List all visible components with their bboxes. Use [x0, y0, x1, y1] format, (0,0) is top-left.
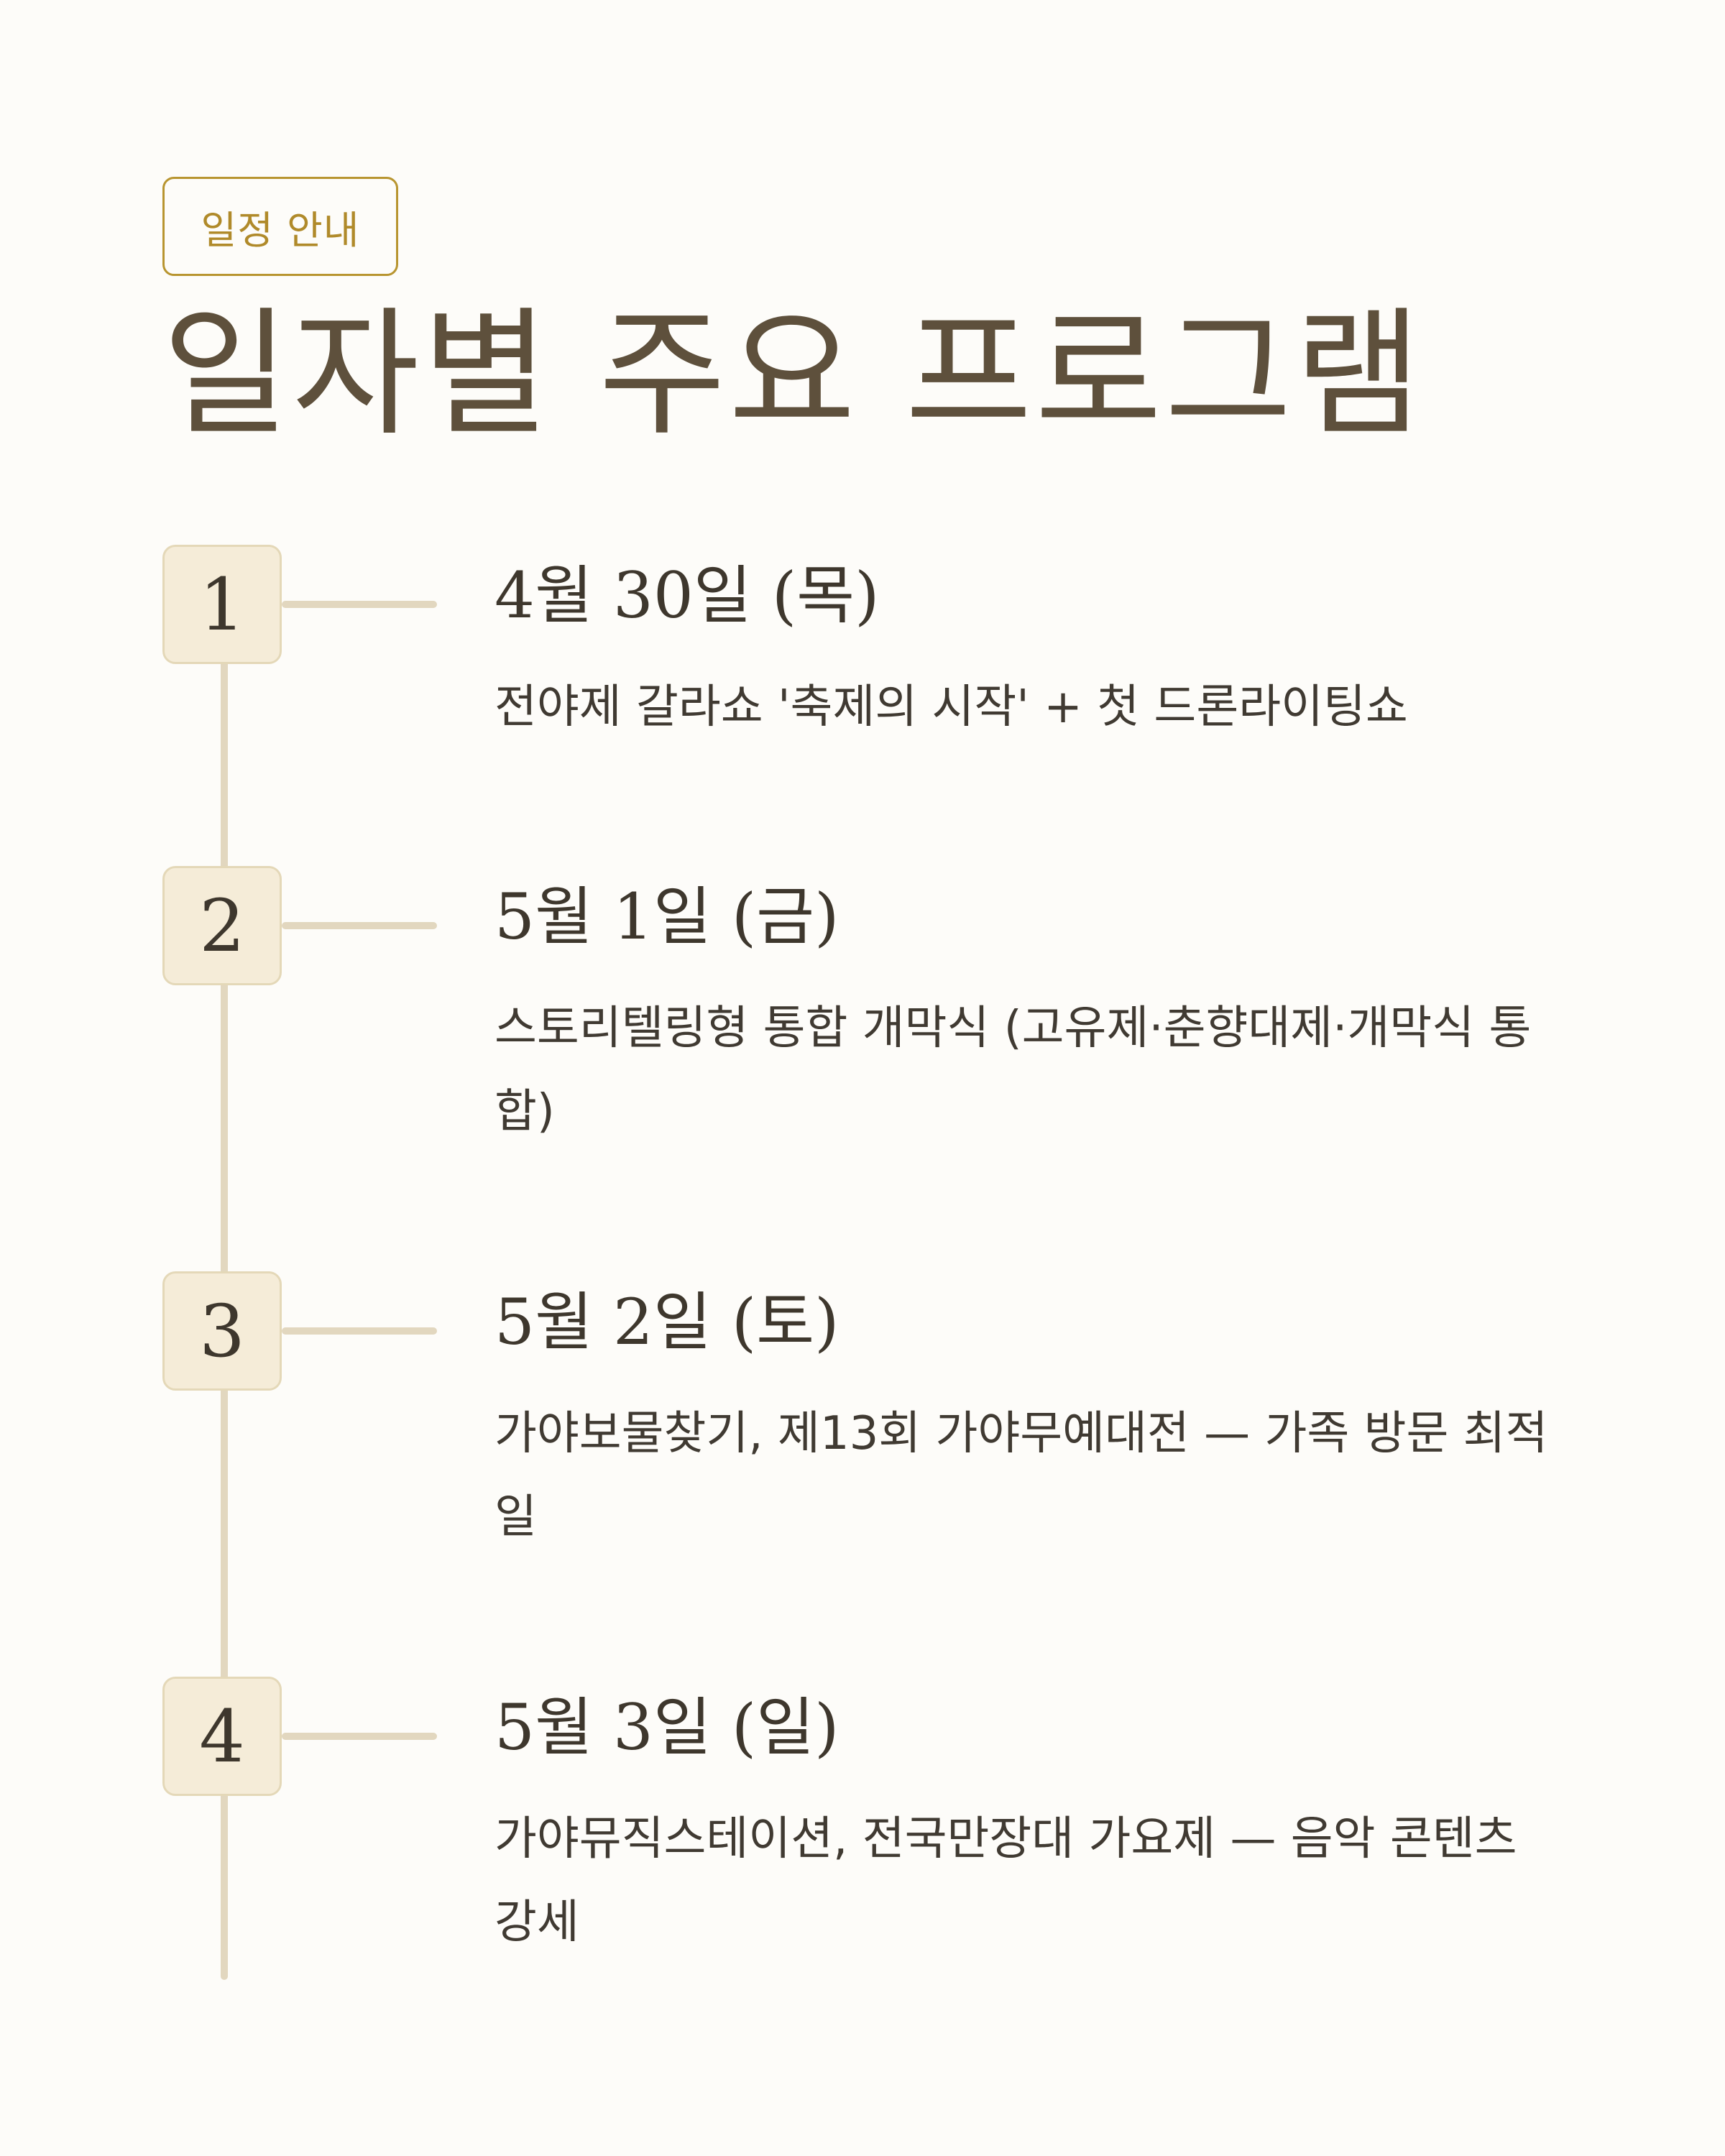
step-connector	[282, 922, 437, 929]
step-connector	[282, 1733, 437, 1740]
step-connector	[282, 601, 437, 608]
step-number-badge: 3	[162, 1271, 282, 1391]
schedule-date: 5월 3일 (일)	[494, 1690, 840, 1764]
section-tag: 일정 안내	[162, 177, 398, 276]
page-title: 일자별 주요 프로그램	[162, 295, 1425, 455]
schedule-date: 5월 1일 (금)	[494, 880, 840, 954]
step-connector	[282, 1327, 437, 1335]
schedule-description: 전야제 갈라쇼 '축제의 시작' + 첫 드론라이팅쇼	[494, 681, 1408, 734]
step-number-badge: 1	[162, 545, 282, 664]
schedule-description: 가야보물찾기, 제13회 가야무예대전 — 가족 방문 최적일	[494, 1407, 1548, 1544]
schedule-date: 5월 2일 (토)	[494, 1285, 840, 1359]
schedule-description: 스토리텔링형 통합 개막식 (고유제·춘향대제·개막식 통합)	[494, 1002, 1532, 1138]
step-number-badge: 2	[162, 866, 282, 985]
step-number-badge: 4	[162, 1677, 282, 1796]
schedule-description: 가야뮤직스테이션, 전국만장대 가요제 — 음악 콘텐츠 강세	[494, 1812, 1517, 1949]
schedule-date: 4월 30일 (목)	[494, 558, 880, 632]
